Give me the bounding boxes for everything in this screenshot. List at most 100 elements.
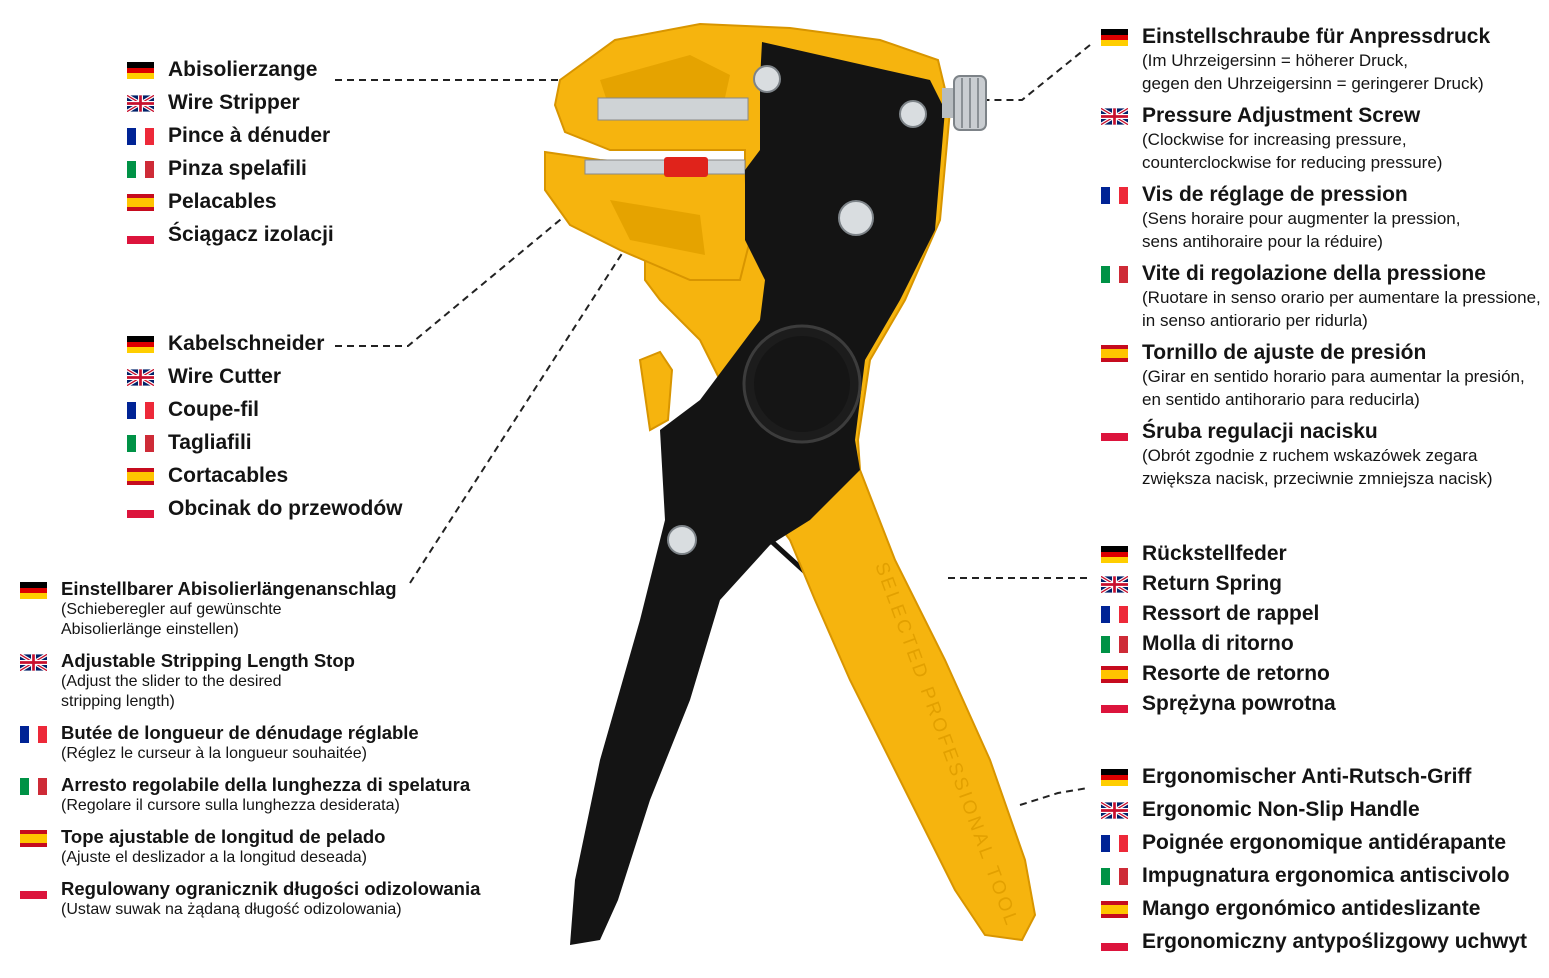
label-row-es: Mango ergonómico antideslizante — [1101, 897, 1527, 930]
label-title: Tope ajustable de longitud de pelado — [61, 826, 386, 847]
label-text: Butée de longueur de dénudage réglable(R… — [61, 722, 419, 764]
label-title: Wire Cutter — [168, 365, 281, 388]
label-title: Vis de réglage de pression — [1142, 183, 1408, 206]
front-lever-tab — [638, 350, 674, 432]
label-row-pl: Ergonomiczny antypoślizgowy uchwyt — [1101, 930, 1527, 963]
label-description: (Ustaw suwak na żądaną długość odizolowa… — [61, 901, 402, 918]
flag-pl-icon — [1101, 934, 1128, 951]
label-description: en sentido antihorario para reducirla) — [1142, 390, 1420, 409]
label-title: Rückstellfeder — [1142, 542, 1287, 565]
screws — [667, 65, 927, 555]
label-title: Abisolierzange — [168, 58, 318, 81]
label-title: Regulowany ogranicznik długości odizolow… — [61, 878, 481, 899]
screw-2 — [899, 100, 927, 128]
label-row-it: Impugnatura ergonomica antiscivolo — [1101, 864, 1527, 897]
flag-fr-icon — [1101, 835, 1128, 852]
label-description: (Sens horaire pour augmenter la pression… — [1142, 209, 1461, 228]
pressure-screw-shaft — [942, 88, 956, 118]
flag-de-icon — [20, 582, 47, 599]
flag-pl-icon — [127, 501, 154, 518]
label-row-pl: Ściągacz izolacji — [127, 223, 334, 256]
flag-fr-icon — [20, 726, 47, 743]
label-row-it: Tagliafili — [127, 431, 403, 464]
label-description: (Ajuste el deslizador a la longitud dese… — [61, 849, 367, 866]
black-body — [570, 42, 945, 945]
label-row-gb: Adjustable Stripping Length Stop(Adjust … — [20, 650, 480, 712]
label-text: Śruba regulacji nacisku(Obrót zgodnie z … — [1142, 420, 1493, 490]
label-row-it: Vite di regolazione della pressione (Ruot… — [1101, 262, 1541, 332]
label-row-gb: Wire Cutter — [127, 365, 403, 398]
flag-de-icon — [127, 62, 154, 79]
label-title: Sprężyna powrotna — [1142, 692, 1336, 715]
label-title: Ressort de rappel — [1142, 602, 1320, 625]
label-row-de: Einstellbarer Abisolierlängenanschlag(Sc… — [20, 578, 480, 640]
label-text: Resorte de retorno — [1142, 662, 1330, 686]
label-text: Adjustable Stripping Length Stop(Adjust … — [61, 650, 355, 712]
label-title: Wire Stripper — [168, 91, 300, 114]
label-row-gb: Wire Stripper — [127, 91, 334, 124]
flag-pl-icon — [20, 882, 47, 899]
label-text: Impugnatura ergonomica antiscivolo — [1142, 864, 1510, 888]
leader-pressure — [985, 44, 1091, 101]
label-text: Regulowany ogranicznik długości odizolow… — [61, 878, 480, 920]
label-row-es: Tope ajustable de longitud de pelado (Aju… — [20, 826, 480, 868]
label-group-length-stop: Einstellbarer Abisolierlängenanschlag(Sc… — [20, 578, 480, 930]
label-title: Tornillo de ajuste de presión — [1142, 341, 1427, 364]
label-text: Pinza spelafili — [168, 157, 307, 181]
pressure-screw — [942, 75, 987, 131]
label-row-es: Cortacables — [127, 464, 403, 497]
label-text: Ergonomiczny antypoślizgowy uchwyt — [1142, 930, 1527, 954]
flag-it-icon — [20, 778, 47, 795]
label-row-fr: Ressort de rappel — [1101, 602, 1336, 632]
flag-gb-icon — [1101, 802, 1128, 819]
label-text: Kabelschneider — [168, 332, 324, 356]
screw-3 — [838, 200, 874, 236]
label-row-fr: Pince à dénuder — [127, 124, 334, 157]
flag-es-icon — [1101, 345, 1128, 362]
label-description: (Ruotare in senso orario per aumentare l… — [1142, 288, 1541, 307]
flag-it-icon — [1101, 868, 1128, 885]
leader-handle — [1019, 787, 1089, 806]
label-text: Ressort de rappel — [1142, 602, 1319, 626]
label-title: Coupe-fil — [168, 398, 259, 421]
label-title: Cortacables — [168, 464, 289, 487]
label-text: Return Spring — [1142, 572, 1282, 596]
label-description: zwiększa nacisk, przeciwnie zmniejsza na… — [1142, 469, 1493, 488]
label-row-pl: Regulowany ogranicznik długości odizolow… — [20, 878, 480, 920]
label-row-it: Pinza spelafili — [127, 157, 334, 190]
label-description: (Im Uhrzeigersinn = höherer Druck, — [1142, 51, 1408, 70]
label-row-gb: Return Spring — [1101, 572, 1336, 602]
label-description: (Schieberegler auf gewünschte — [61, 601, 282, 618]
screw-1 — [753, 65, 781, 93]
label-row-es: Resorte de retorno — [1101, 662, 1336, 692]
label-title: Pince à dénuder — [168, 124, 331, 147]
flag-es-icon — [20, 830, 47, 847]
label-row-fr: Poignée ergonomique antidérapante — [1101, 831, 1527, 864]
flag-fr-icon — [127, 402, 154, 419]
label-text: Cortacables — [168, 464, 288, 488]
flag-fr-icon — [1101, 187, 1128, 204]
flag-fr-icon — [1101, 606, 1128, 623]
length-stop-slider — [664, 157, 708, 177]
label-text: Ergonomischer Anti-Rutsch-Griff — [1142, 765, 1471, 789]
label-description: (Réglez le curseur à la longueur souhait… — [61, 745, 367, 762]
label-title: Ściągacz izolacji — [168, 223, 334, 246]
label-title: Vite di regolazione della pressione — [1142, 262, 1486, 285]
label-group-pressure-screw: Einstellschraube für Anpressdruck(Im Uhr… — [1101, 25, 1541, 499]
label-title: Poignée ergonomique antidérapante — [1142, 831, 1507, 854]
label-title: Molla di ritorno — [1142, 632, 1294, 655]
label-row-fr: Vis de réglage de pression (Sens horaire … — [1101, 183, 1541, 253]
flag-es-icon — [127, 468, 154, 485]
label-text: Arresto regolabile della lunghezza di sp… — [61, 774, 470, 816]
label-description: (Adjust the slider to the desired — [61, 673, 282, 690]
label-description: counterclockwise for reducing pressure) — [1142, 153, 1443, 172]
flag-it-icon — [1101, 266, 1128, 283]
label-text: Ergonomic Non-Slip Handle — [1142, 798, 1420, 822]
flag-pl-icon — [127, 227, 154, 244]
flag-pl-icon — [1101, 696, 1128, 713]
label-title: Ergonomic Non-Slip Handle — [1142, 798, 1420, 821]
label-title: Śruba regulacji nacisku — [1142, 420, 1378, 443]
label-text: Tagliafili — [168, 431, 252, 455]
flag-gb-icon — [127, 95, 154, 112]
